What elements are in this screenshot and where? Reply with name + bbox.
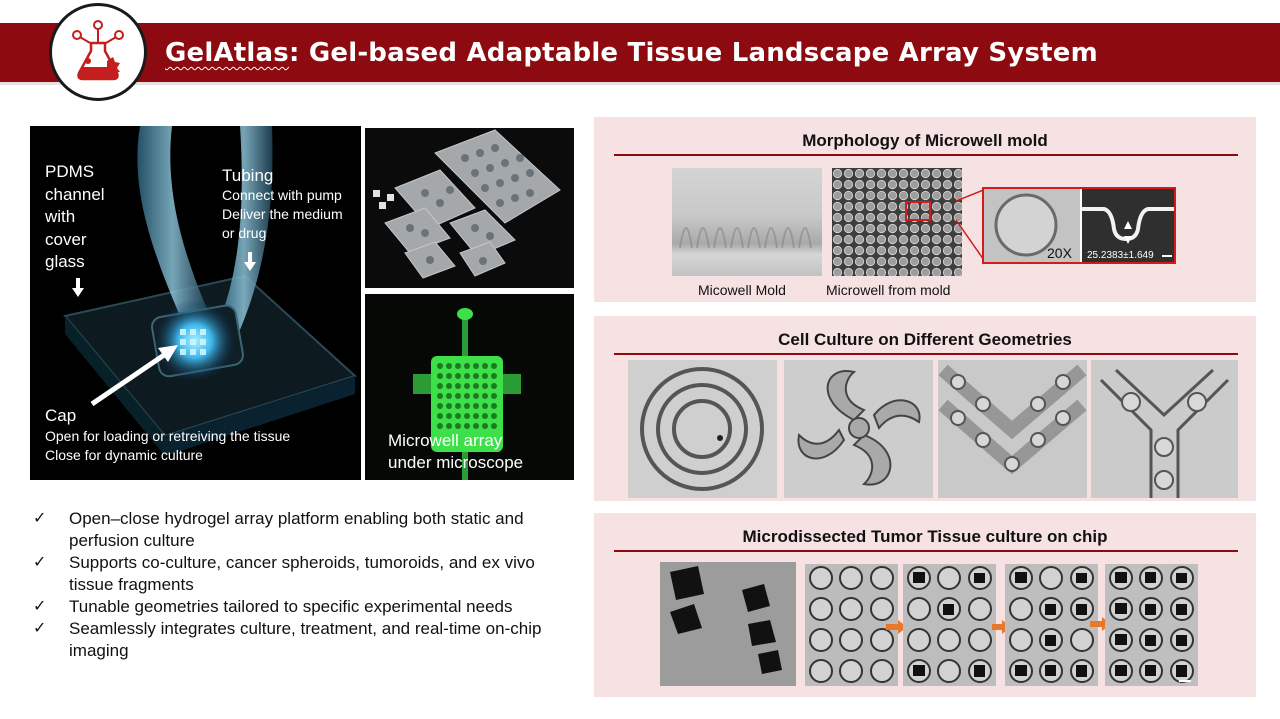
mold-bumps-illustration (679, 227, 812, 249)
check-icon: ✓ (33, 554, 47, 571)
hydrogel-pieces-photo (365, 128, 574, 288)
feature-list: ✓ Open–close hydrogel array platform enab… (33, 508, 573, 662)
microscope-label-line-1: Microwell array (388, 431, 503, 450)
tissue-fragments-image (660, 562, 796, 686)
morphology-panel-title: Morphology of Microwell mold (802, 131, 1048, 150)
microscope-label-line-2: under microscope (388, 453, 524, 472)
tumor-panel-title: Microdissected Tumor Tissue culture on c… (742, 527, 1108, 546)
feature-text: Open–close hydrogel array platform enabl… (69, 509, 524, 550)
tubing-line-1: Connect with pump (222, 187, 342, 203)
morphology-panel-rule (614, 154, 1238, 156)
flow-arrow-3-body (1090, 621, 1102, 627)
mold-caption: Micowell Mold (698, 282, 786, 298)
hydrogel-pieces-illustration (373, 129, 561, 279)
y-channel-illustration (1099, 368, 1230, 498)
feature-item: ✓ Seamlessly integrates culture, treatmen… (33, 618, 573, 662)
tubing-arrow-stem (248, 252, 252, 262)
zoom-connector-lines (956, 188, 986, 264)
cap-title: Cap (45, 406, 77, 425)
flow-arrow-1-icon (898, 620, 907, 634)
spiral-illustration (640, 367, 764, 491)
chip-stage-2-image (903, 564, 996, 686)
tubing-line-2: Deliver the medium (222, 206, 343, 222)
flow-arrow-2-body (992, 624, 1002, 630)
check-icon: ✓ (33, 510, 47, 527)
swirl-illustration (797, 370, 921, 486)
chip-stage-1-image (805, 564, 898, 686)
geometries-panel-rule (614, 353, 1238, 355)
microwell-green-illustration (413, 308, 521, 480)
y-geometry-image (1091, 360, 1238, 498)
chip-stage-2-illustration (907, 566, 992, 683)
chip-stage-3-image (1005, 564, 1098, 686)
microwell-grid-illustration (832, 168, 962, 276)
zoom-inset: 20X 25.2383±1.649 (982, 187, 1176, 264)
pdms-arrow-icon (72, 288, 84, 297)
zoom-inset-illustration (984, 189, 1174, 262)
tubing-line-3: or drug (222, 225, 267, 241)
geometries-panel-title: Cell Culture on Different Geometries (778, 330, 1072, 349)
title-subtitle: : Gel-based Adaptable Tissue Landscape A… (288, 38, 1098, 68)
from-mold-caption: Microwell from mold (826, 282, 951, 298)
tumor-panel-rule (614, 550, 1238, 552)
title-brand: GelAtlas (165, 38, 289, 68)
morphology-panel: Morphology of Microwell mold Micowell Mo… (594, 117, 1256, 302)
chip-stage-4-image (1105, 564, 1198, 686)
pdms-arrow-stem (76, 278, 80, 288)
tumor-panel: Microdissected Tumor Tissue culture on c… (594, 513, 1256, 697)
tissue-fragments-illustration (670, 566, 782, 674)
check-icon: ✓ (33, 598, 47, 615)
check-icon: ✓ (33, 620, 47, 637)
measurement-label: 25.2383±1.649 (1087, 250, 1154, 261)
swirl-geometry-image (784, 360, 933, 498)
feature-text: Supports co-culture, cancer spheroids, t… (69, 553, 535, 594)
spiral-geometry-image (628, 360, 777, 498)
tubing-arrow-icon (244, 262, 256, 271)
feature-item: ✓ Open–close hydrogel array platform enab… (33, 508, 573, 552)
microscope-photo: Microwell array under microscope (365, 294, 574, 480)
microwell-mold-image (672, 168, 822, 276)
chevron-geometry-image (938, 360, 1087, 498)
device-illustration (63, 126, 357, 456)
zoom-label: 20X (1047, 245, 1072, 261)
title-banner (0, 23, 1280, 85)
flask-logo-icon (72, 20, 124, 81)
cap-line-2: Close for dynamic culture (45, 447, 203, 463)
feature-text: Tunable geometries tailored to specific … (69, 597, 513, 616)
slide-title: GelAtlas: Gel-based Adaptable Tissue Lan… (165, 38, 1098, 68)
geometries-panel: Cell Culture on Different Geometries (594, 316, 1256, 501)
tubing-title: Tubing (222, 166, 274, 185)
cap-line-1: Open for loading or retreiving the tissu… (45, 428, 291, 444)
microwell-from-mold-image (832, 168, 962, 276)
feature-item: ✓ Supports co-culture, cancer spheroids, … (33, 552, 573, 596)
flow-arrow-1-body (886, 624, 898, 630)
chip-stage-4-illustration (1109, 566, 1194, 683)
chip-stage-1-illustration (809, 566, 894, 683)
lab-logo (49, 3, 147, 101)
chevron-illustration (938, 364, 1087, 475)
feature-item: ✓ Tunable geometries tailored to specific… (33, 596, 573, 618)
chip-stage-3-illustration (1009, 566, 1094, 683)
pdms-label: PDMS channel with cover glass (45, 162, 105, 271)
device-photo: PDMS channel with cover glass Tubing Con… (30, 126, 361, 480)
feature-text: Seamlessly integrates culture, treatment… (69, 619, 542, 660)
